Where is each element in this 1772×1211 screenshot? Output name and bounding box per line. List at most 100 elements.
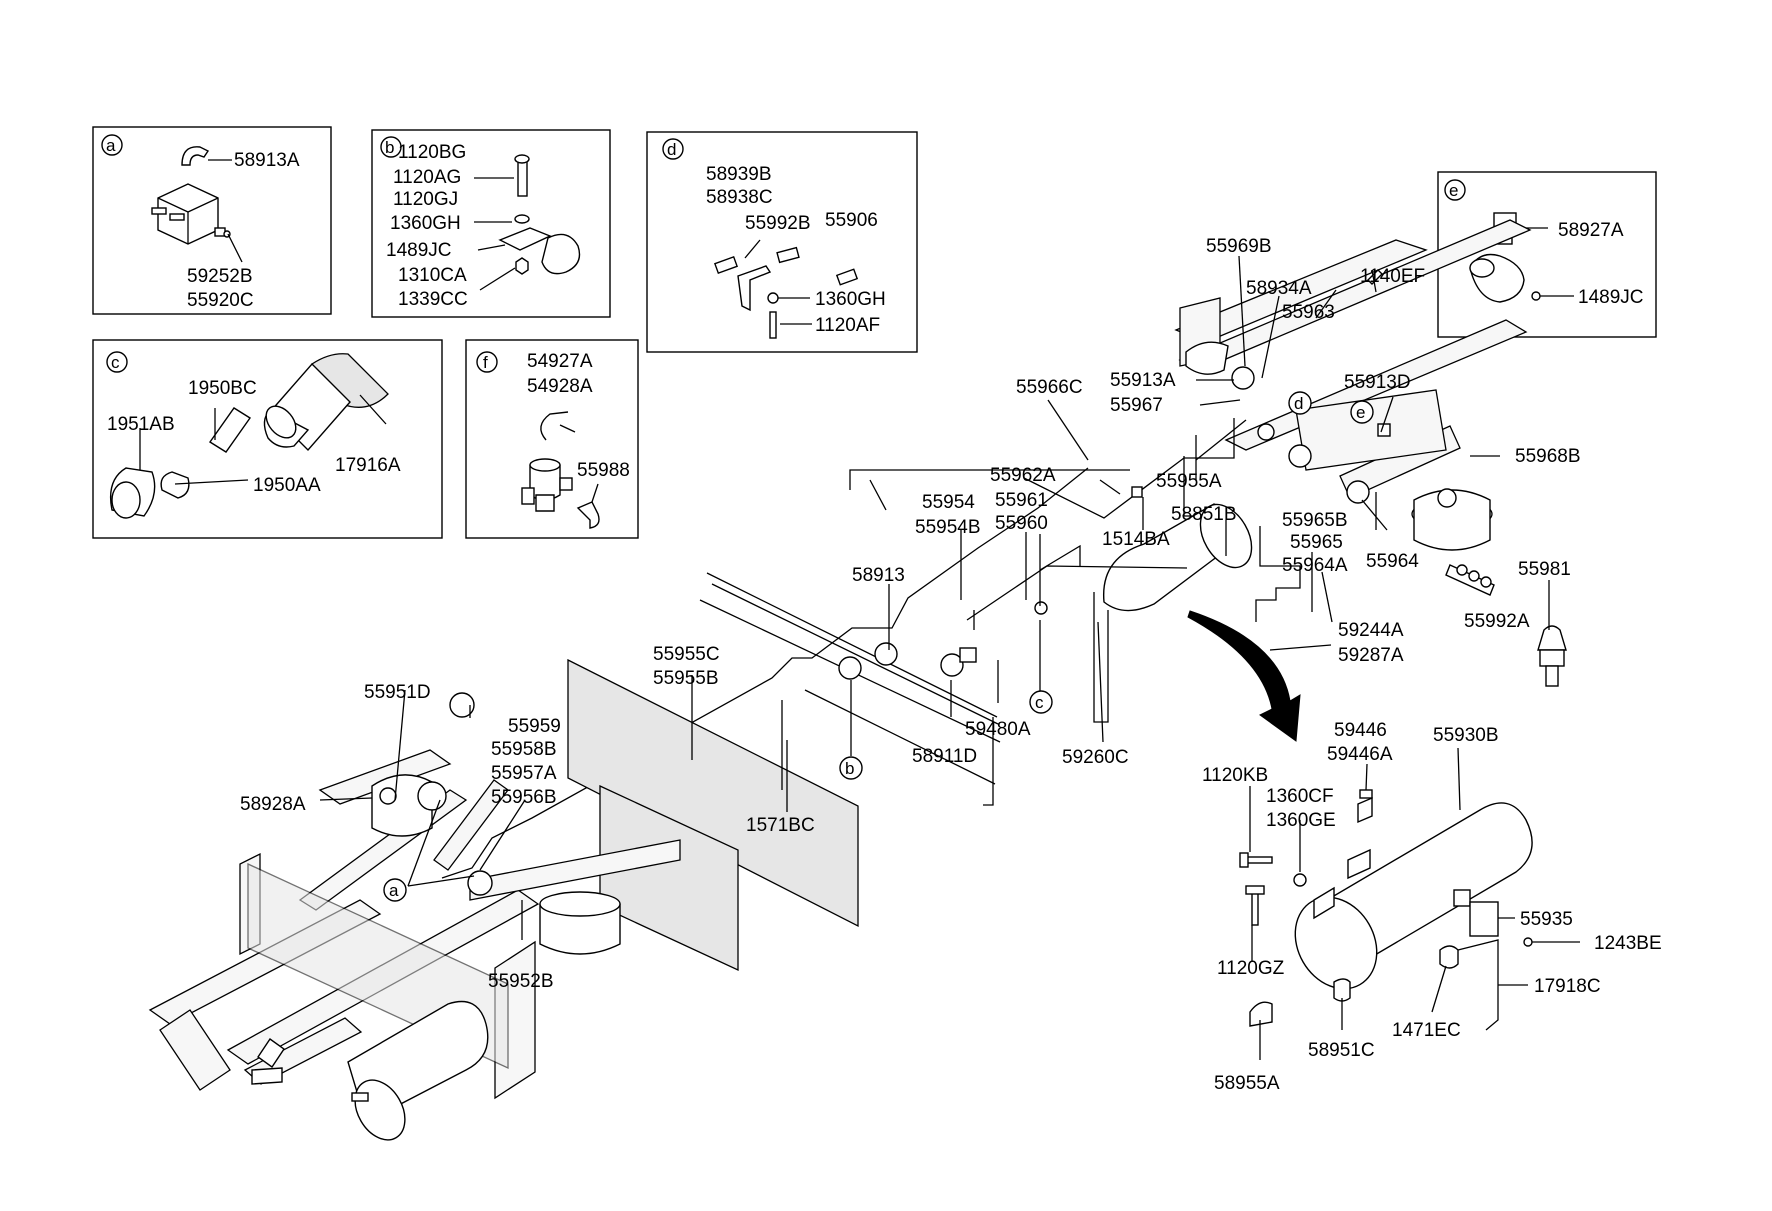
label-1950BC: 1950BC [188, 378, 257, 399]
inset-letter-d: d [662, 138, 684, 160]
label-1120GZ: 1120GZ [1217, 958, 1285, 979]
label-58913: 58913 [852, 565, 905, 586]
label-58911D: 58911D [912, 746, 977, 767]
label-58928A: 58928A [240, 794, 306, 815]
label-55968B: 55968B [1515, 446, 1581, 467]
label-55955A: 55955A [1156, 471, 1222, 492]
label-17918C: 17918C [1534, 976, 1601, 997]
label-55992B: 55992B [745, 213, 811, 234]
inset-letter-e: e [1444, 179, 1466, 201]
label-55951D: 55951D [364, 682, 431, 703]
label-1950AA: 1950AA [253, 475, 321, 496]
label-59446A: 59446A [1327, 744, 1393, 765]
label-1471EC: 1471EC [1392, 1020, 1461, 1041]
inset-box-b [371, 129, 611, 318]
inset-letter-f: f [476, 351, 498, 373]
callout-b: b [839, 756, 863, 780]
label-58927A: 58927A [1558, 220, 1624, 241]
callout-a: a [383, 878, 407, 902]
main-leaders [319, 255, 1550, 940]
label-1140EF: 1140EF [1360, 266, 1425, 287]
inset-letter-a: a [101, 134, 123, 156]
label-55964A: 55964A [1282, 555, 1348, 576]
label-59480A: 59480A [965, 719, 1031, 740]
label-58851B: 58851B [1171, 504, 1237, 525]
label-54927A: 54927A [527, 351, 593, 372]
label-1571BC: 1571BC [746, 815, 815, 836]
label-55992A: 55992A [1464, 611, 1530, 632]
inset-box-f [465, 339, 639, 539]
label-55955C: 55955C [653, 644, 720, 665]
label-55964: 55964 [1366, 551, 1419, 572]
callout-e: e [1350, 400, 1374, 424]
label-55981: 55981 [1518, 559, 1571, 580]
svg-text:e: e [1449, 181, 1458, 200]
inset-box-c [92, 339, 443, 539]
label-55956B: 55956B [491, 787, 557, 808]
inset-box-d [646, 131, 918, 353]
inset-letter-b: b [380, 136, 402, 158]
callout-arrow [1187, 610, 1301, 742]
label-58934A: 58934A [1246, 278, 1312, 299]
inset-c-parts [109, 353, 389, 519]
inset-letter-c: c [106, 351, 128, 373]
label-59287A: 59287A [1338, 645, 1404, 666]
label-55954B: 55954B [915, 517, 981, 538]
label-1489JC: 1489JC [386, 240, 452, 261]
label-1514BA: 1514BA [1102, 529, 1170, 550]
label-1360CF: 1360CF [1266, 786, 1334, 807]
label-1120GJ: 1120GJ [393, 189, 458, 210]
air-tank-assembly [1239, 789, 1533, 1031]
label-55957A: 55957A [491, 763, 557, 784]
label-55961: 55961 [995, 490, 1048, 511]
label-55965B: 55965B [1282, 510, 1348, 531]
label-55930B: 55930B [1433, 725, 1499, 746]
label-55969B: 55969B [1206, 236, 1272, 257]
label-55906: 55906 [825, 210, 878, 231]
label-58951C: 58951C [1308, 1040, 1375, 1061]
label-55988: 55988 [577, 460, 630, 481]
label-54928A: 54928A [527, 376, 593, 397]
label-55920C: 55920C [187, 290, 254, 311]
svg-text:d: d [667, 140, 676, 159]
label-55967: 55967 [1110, 395, 1163, 416]
inset-f-parts [521, 411, 600, 529]
svg-text:c: c [1035, 693, 1044, 712]
label-58938C: 58938C [706, 187, 773, 208]
inset-d-parts [713, 239, 859, 339]
svg-text:d: d [1294, 394, 1303, 413]
label-58939B: 58939B [706, 164, 772, 185]
callout-c: c [1029, 690, 1053, 714]
label-1489JC-e: 1489JC [1578, 287, 1644, 308]
label-55960: 55960 [995, 513, 1048, 534]
label-17916A: 17916A [335, 455, 401, 476]
label-55954: 55954 [922, 492, 975, 513]
label-55913A: 55913A [1110, 370, 1176, 391]
label-1120AF: 1120AF [815, 315, 880, 336]
svg-text:f: f [483, 353, 488, 372]
label-1120KB: 1120KB [1202, 765, 1268, 786]
label-55913D: 55913D [1344, 372, 1411, 393]
label-1120AG: 1120AG [393, 167, 461, 188]
svg-text:a: a [106, 136, 116, 155]
line-fittings [838, 269, 1567, 687]
svg-text:c: c [111, 353, 120, 372]
label-58955A: 58955A [1214, 1073, 1280, 1094]
label-55959: 55959 [508, 716, 561, 737]
label-55963: 55963 [1282, 302, 1335, 323]
tank-leaders [1249, 747, 1580, 1060]
label-58913A: 58913A [234, 150, 300, 171]
chassis-frame [148, 219, 1532, 1141]
label-55962A: 55962A [990, 465, 1056, 486]
label-1243BE: 1243BE [1594, 933, 1662, 954]
label-1360GE: 1360GE [1266, 810, 1336, 831]
inset-e-parts [1469, 212, 1574, 303]
label-59446: 59446 [1334, 720, 1387, 741]
label-1120BG: 1120BG [398, 142, 466, 163]
label-59252B: 59252B [187, 266, 253, 287]
callout-d: d [1288, 391, 1312, 415]
svg-text:a: a [389, 881, 399, 900]
label-55935: 55935 [1520, 909, 1573, 930]
